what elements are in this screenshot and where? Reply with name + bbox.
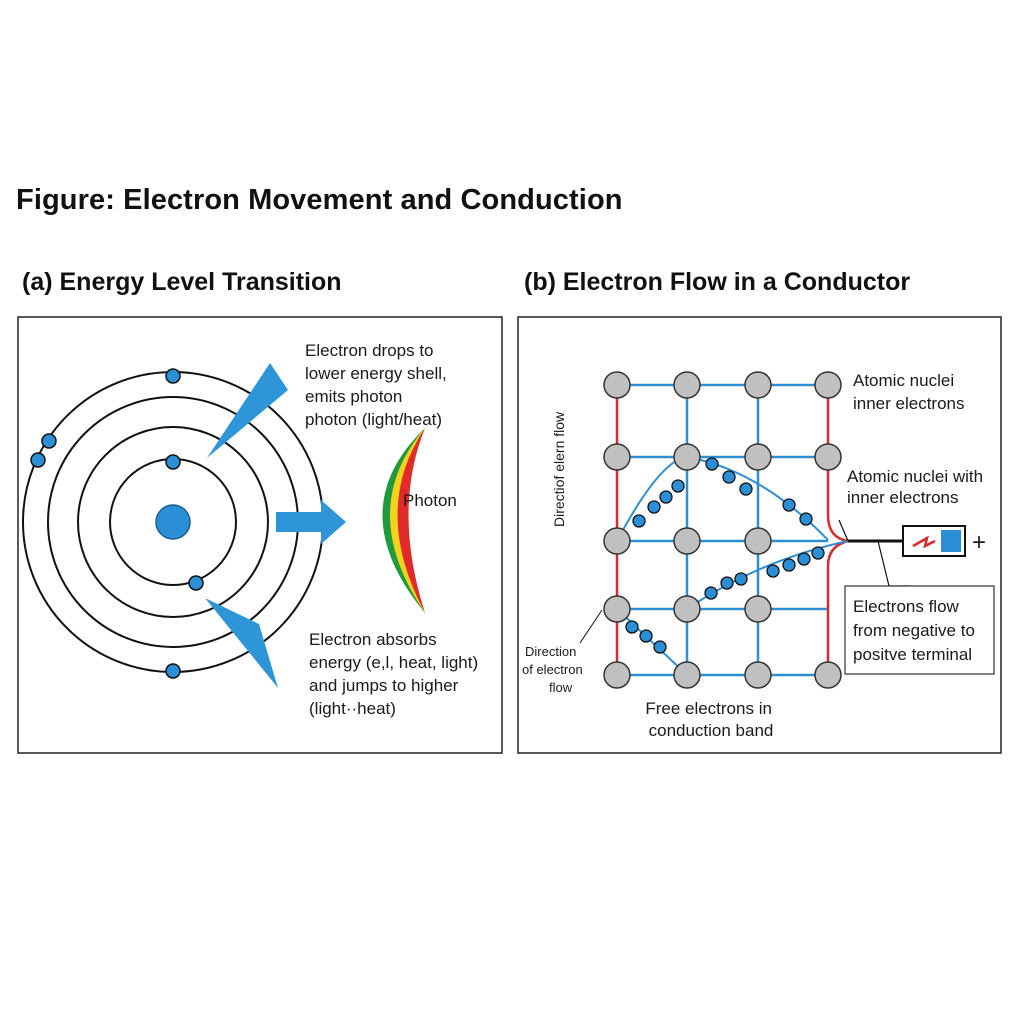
electron bbox=[165, 368, 181, 384]
direction-label: Direction of electron flow bbox=[522, 644, 586, 695]
electron bbox=[41, 433, 57, 449]
nuclei-label-mid: Atomic nuclei with inner electrons bbox=[847, 467, 988, 507]
electron bbox=[188, 575, 204, 591]
figure-title: Figure: Electron Movement and Conduction bbox=[16, 184, 623, 216]
flow-annotation-box bbox=[844, 585, 995, 675]
right-arrow-icon bbox=[276, 500, 346, 544]
free-electrons-label: Free electrons in conduction band bbox=[645, 699, 776, 740]
electron bbox=[165, 663, 181, 679]
atomic-nuclei bbox=[603, 371, 842, 689]
nucleus bbox=[155, 504, 191, 540]
flow-box-label: Electrons flow from negative to positve … bbox=[853, 597, 980, 664]
photon-icon bbox=[382, 428, 425, 613]
photon-label: Photon bbox=[403, 491, 457, 510]
plus-terminal-label: + bbox=[972, 529, 986, 556]
free-electrons bbox=[625, 457, 825, 654]
absorption-arrow bbox=[205, 598, 278, 688]
battery-icon bbox=[902, 525, 966, 557]
electrons bbox=[30, 368, 204, 679]
nuclei-label-top: Atomic nuclei inner electrons bbox=[853, 371, 965, 413]
panel-b-title: (b) Electron Flow in a Conductor bbox=[524, 268, 911, 296]
electron bbox=[165, 454, 181, 470]
panel-a: Electron drops to lower energy shell, em… bbox=[17, 316, 503, 754]
emit-label: Electron drops to lower energy shell, em… bbox=[305, 341, 451, 429]
panel-a-title: (a) Energy Level Transition bbox=[22, 268, 342, 296]
emission-arrow bbox=[207, 363, 288, 458]
vertical-flow-label: Directiof elern flow bbox=[551, 411, 567, 527]
absorb-label: Electron absorbs energy (e,l, heat, ligh… bbox=[309, 630, 483, 718]
shell-2 bbox=[77, 426, 269, 618]
panel-b: + Electrons flow from negative to positv… bbox=[517, 316, 1002, 754]
electron bbox=[30, 452, 46, 468]
pointer-line bbox=[838, 519, 849, 542]
